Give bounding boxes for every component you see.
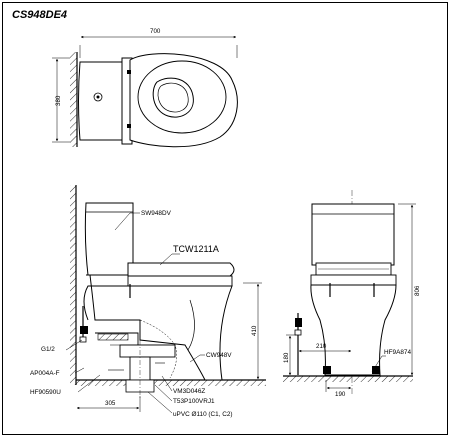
front-seat-base bbox=[310, 274, 397, 286]
top-view: 700 380 bbox=[52, 28, 238, 148]
angle-valve-icon bbox=[80, 326, 88, 334]
label-front-hose: HF9A874 bbox=[384, 349, 411, 356]
model-title: CS948DE4 bbox=[12, 9, 67, 21]
side-tank bbox=[84, 202, 134, 276]
label-water-inlet: G1/2 bbox=[41, 346, 55, 353]
label-angle-valve: AP004A-F bbox=[30, 370, 60, 377]
side-view: 410 305 SW94 bbox=[30, 185, 266, 418]
center-offset-dim: 190 bbox=[335, 391, 346, 398]
front-view: 806 180 210 190 HF9A874 bbox=[283, 190, 421, 398]
side-seat bbox=[127, 262, 235, 277]
rough-in-dim: 305 bbox=[105, 400, 116, 407]
inlet-height-dim: 180 bbox=[283, 352, 290, 363]
top-depth-dim: 380 bbox=[55, 95, 62, 106]
top-wall-hatch bbox=[70, 52, 77, 147]
label-pipe: uPVC Ø110 (C1, C2) bbox=[173, 411, 233, 418]
side-seat-base bbox=[127, 275, 233, 287]
side-height-dim: 410 bbox=[251, 325, 258, 336]
bowl-opening bbox=[152, 77, 194, 118]
label-hose: HF90590U bbox=[30, 389, 61, 396]
tank-top-outline bbox=[78, 61, 123, 141]
inlet-offset-dim: 210 bbox=[316, 343, 327, 350]
label-bowl: CW948V bbox=[206, 352, 232, 359]
label-tank: SW948DV bbox=[141, 210, 172, 217]
label-flange: T53P100VRJ1 bbox=[173, 398, 215, 405]
front-valve-icon bbox=[295, 318, 302, 327]
front-height-dim: 806 bbox=[414, 285, 421, 296]
side-bowl bbox=[83, 274, 233, 381]
front-bowl bbox=[310, 284, 397, 376]
front-tank bbox=[311, 203, 395, 266]
top-width-dim: 700 bbox=[150, 28, 161, 35]
sheet-border bbox=[2, 2, 448, 435]
flex-hose bbox=[97, 333, 129, 341]
side-wall-hatch bbox=[70, 185, 76, 385]
front-floor-hatch bbox=[283, 376, 413, 382]
label-seat: TCW1211A bbox=[173, 244, 219, 254]
side-floor-hatch bbox=[76, 380, 266, 386]
label-bolt: VM3D046Z bbox=[173, 388, 205, 395]
floor-flange bbox=[119, 344, 176, 358]
